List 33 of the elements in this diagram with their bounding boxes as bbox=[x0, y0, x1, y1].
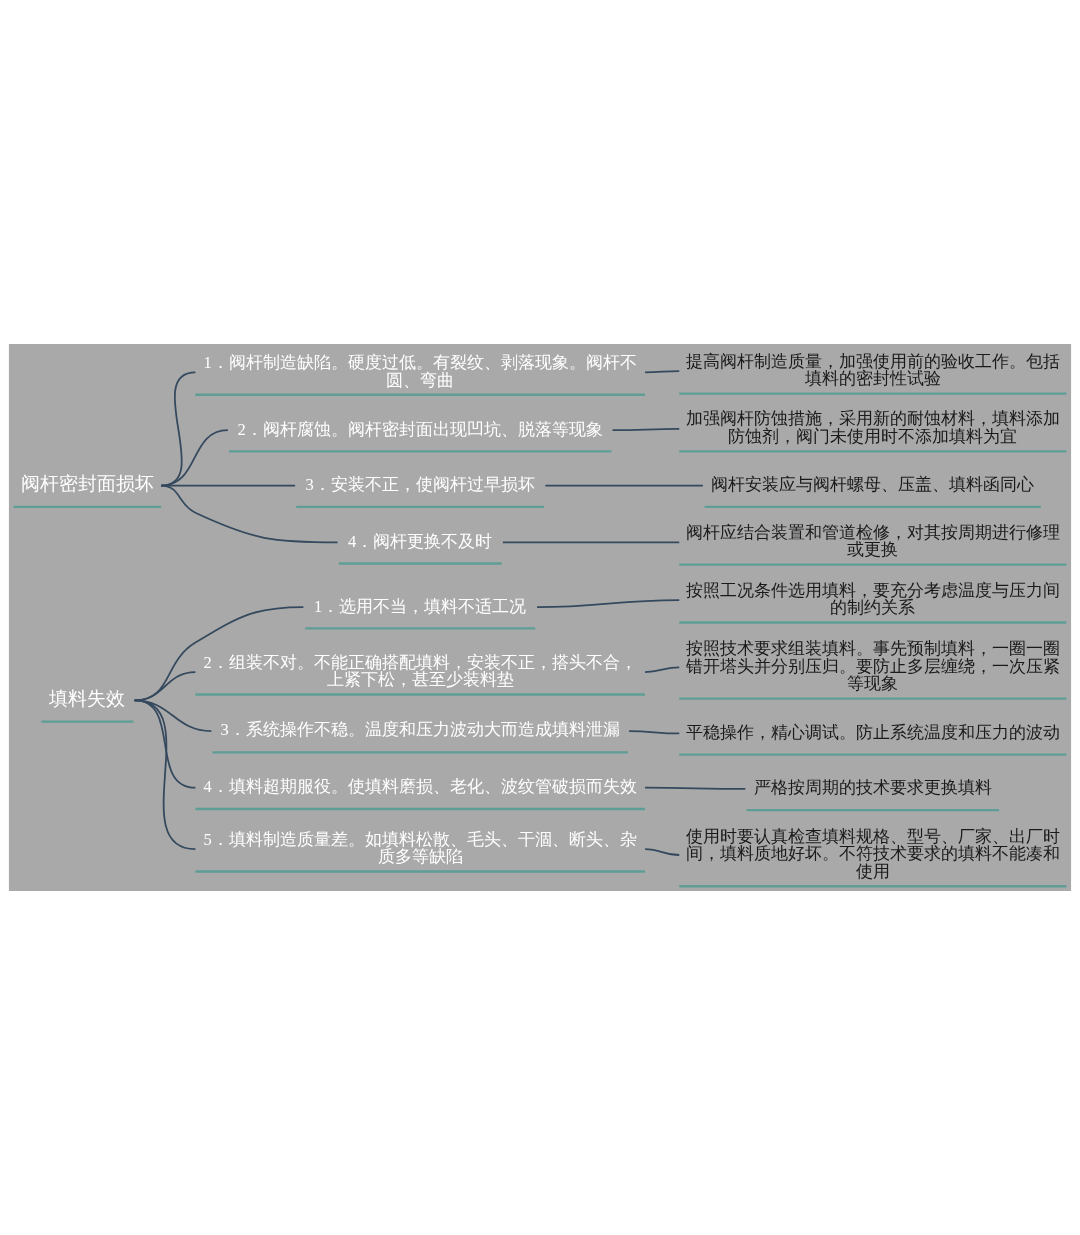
connector bbox=[133, 671, 197, 702]
node-text: 加强阀杆防蚀措施，采用新的耐蚀材料，填料添加防蚀剂，阀门未使用时不添加填料为宜 bbox=[685, 409, 1060, 447]
node-text: 提高阀杆制造质量，加强使用前的验收工作。包括填料的密封性试验 bbox=[685, 351, 1060, 389]
connector bbox=[644, 666, 681, 673]
node-text: 5．填料制造质量差。如填料松散、毛头、干涸、断头、杂质多等缺陷 bbox=[203, 829, 637, 867]
node-text: 3．系统操作不稳。温度和压力波动大而造成填料泄漏 bbox=[220, 720, 620, 740]
node-text: 严格按周期的技术要求更换填料 bbox=[753, 778, 992, 798]
connector bbox=[501, 541, 681, 544]
connector bbox=[544, 484, 704, 487]
node-text: 4．填料超期服役。使填料磨损、老化、波纹管破损而失效 bbox=[203, 777, 637, 797]
node-text: 按照技术要求组装填料。事先预制填料，一圈一圈错开塔头并分别压归。要防止多层缠绕，一次压紧等现象 bbox=[685, 639, 1060, 694]
node-text: 4．阀杆更换不及时 bbox=[348, 531, 493, 551]
connector bbox=[644, 370, 681, 374]
node-text: 填料失效 bbox=[49, 687, 126, 709]
node-text: 使用时要认真检查填料规格、型号、厂家、出厂时间，填料质地好坏。不符技术要求的填料不能凑和使用 bbox=[685, 826, 1060, 882]
connector bbox=[644, 786, 747, 790]
node-text: 阀杆应结合装置和管道检修，对其按周期进行修理或更换 bbox=[685, 522, 1060, 560]
node-text: 阀杆密封面损坏 bbox=[20, 473, 154, 495]
connector bbox=[611, 428, 681, 432]
node-text: 阀杆安装应与阀杆螺母、压盖、填料函同心 bbox=[711, 474, 1035, 494]
node-text: 2．组装不对。不能正确搭配填料，安装不正，搭头不合，上紧下松，甚至少装料垫 bbox=[203, 652, 637, 690]
connector bbox=[133, 699, 197, 850]
connector bbox=[536, 599, 681, 609]
connector bbox=[133, 606, 305, 702]
node-text: 3．安装不正，使阀杆过早损坏 bbox=[305, 474, 535, 494]
node-text: 1．选用不当，填料不适工况 bbox=[314, 596, 527, 616]
connector bbox=[160, 484, 339, 544]
connector bbox=[644, 848, 681, 856]
node-text: 按照工况条件选用填料，要充分考虑温度与压力间的制约关系 bbox=[685, 580, 1060, 618]
node-text: 2．阀杆腐蚀。阀杆密封面出现凹坑、脱落等现象 bbox=[237, 419, 603, 439]
node-text: 平稳操作，精心调试。防止系统温度和压力的波动 bbox=[685, 722, 1060, 742]
connector bbox=[628, 730, 681, 735]
node-text: 1．阀杆制造缺陷。硬度过低。有裂纹、剥落现象。阀杆不圆、弯曲 bbox=[203, 352, 637, 390]
